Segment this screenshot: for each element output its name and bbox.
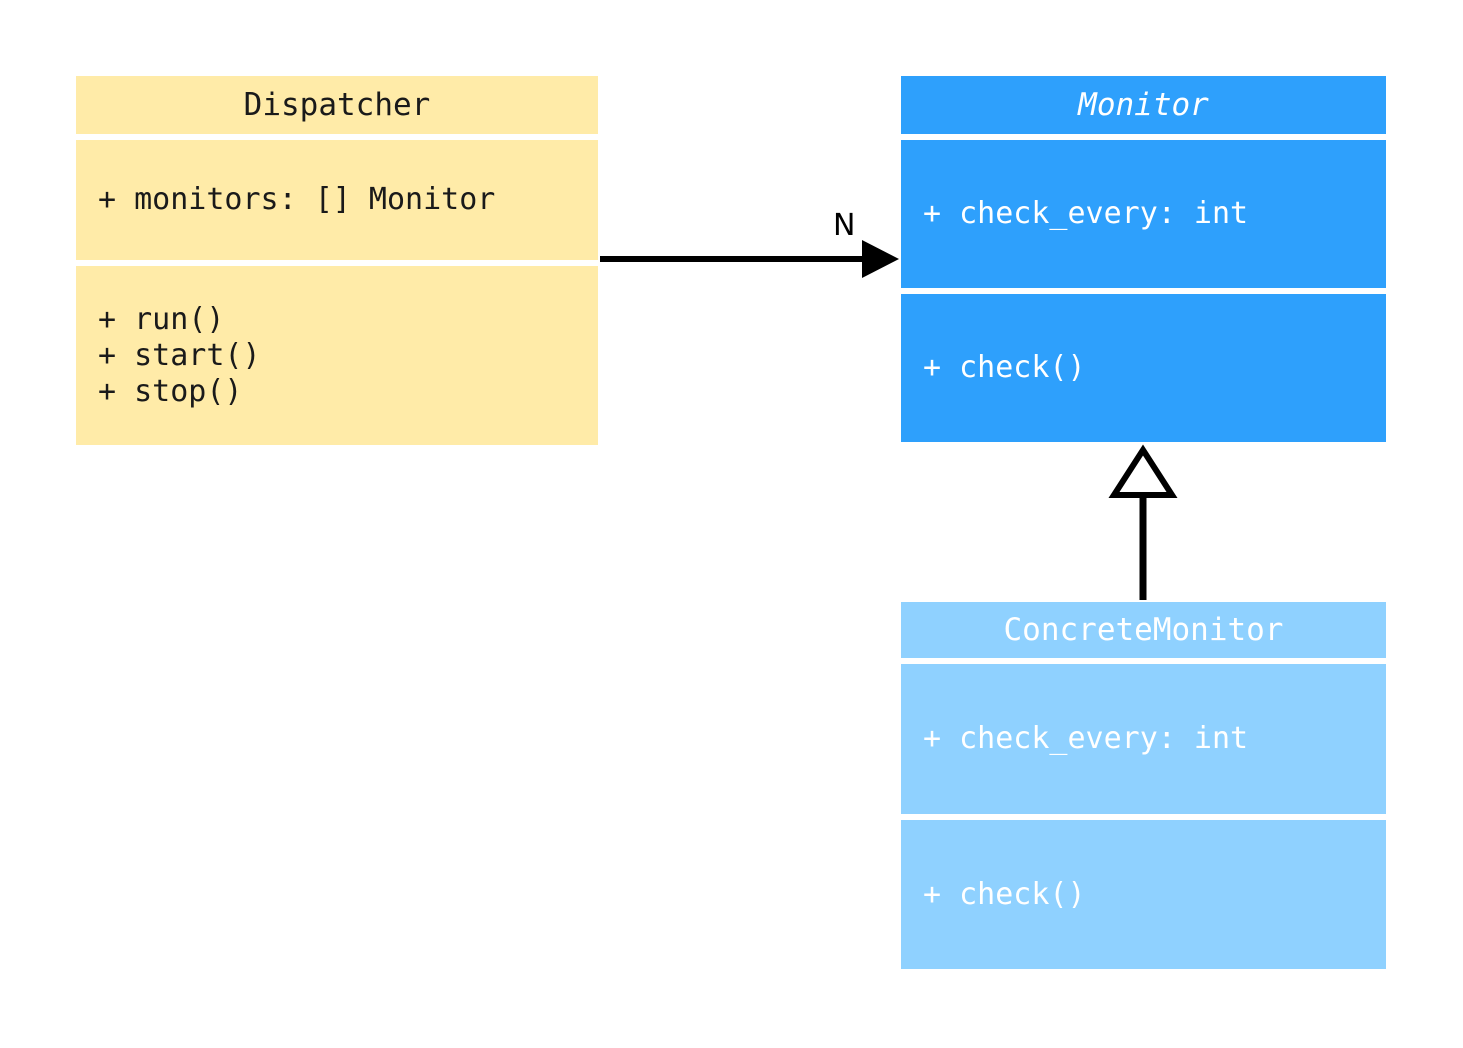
operations-compartment-concretemonitor: + check() [901, 820, 1386, 969]
association-arrowhead-filled [862, 240, 899, 278]
compartment-divider [901, 288, 1386, 294]
operation-item: + run() [98, 301, 225, 337]
operation-item: + check() [923, 350, 1086, 385]
class-title-dispatcher: Dispatcher [76, 76, 598, 134]
operations-compartment-dispatcher: + run() + start() + stop() [76, 266, 598, 445]
operation-item: + start() [98, 337, 261, 373]
operation-item: + check() [923, 876, 1086, 912]
association-arrow-dispatcher-to-monitor [600, 240, 899, 278]
attributes-compartment-concretemonitor: + check_every: int [901, 664, 1386, 814]
attribute-item: + check_every: int [923, 721, 1249, 756]
class-title-monitor: Monitor [901, 76, 1386, 134]
class-box-dispatcher[interactable]: Dispatcher + monitors: [] Monitor + run(… [76, 76, 598, 445]
attribute-item: + monitors: [] Monitor [98, 182, 496, 217]
generalization-arrowhead-hollow-triangle [1108, 444, 1178, 498]
attributes-compartment-dispatcher: + monitors: [] Monitor [76, 140, 598, 260]
compartment-divider [901, 134, 1386, 140]
compartment-divider [901, 814, 1386, 820]
class-title-concretemonitor: ConcreteMonitor [901, 602, 1386, 658]
operation-item: + stop() [98, 373, 243, 409]
compartment-divider [76, 134, 598, 140]
generalization-arrow-concretemonitor-to-monitor [1108, 444, 1178, 600]
association-multiplicity-label: N [833, 208, 856, 243]
class-box-monitor[interactable]: Monitor + check_every: int + check() [901, 76, 1386, 442]
attribute-item: + check_every: int [923, 196, 1249, 231]
compartment-divider [76, 260, 598, 266]
operations-compartment-monitor: + check() [901, 294, 1386, 442]
compartment-divider [901, 658, 1386, 664]
class-box-concretemonitor[interactable]: ConcreteMonitor + check_every: int + che… [901, 602, 1386, 969]
attributes-compartment-monitor: + check_every: int [901, 140, 1386, 288]
